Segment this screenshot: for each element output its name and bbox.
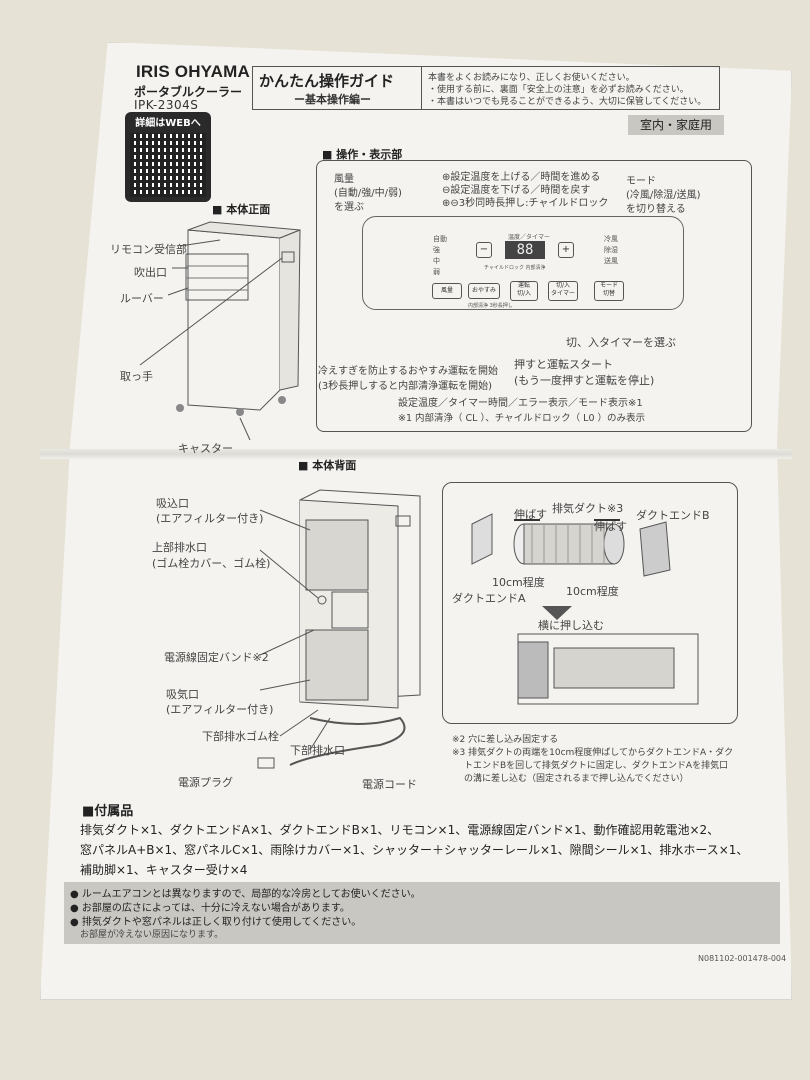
model-number: IPK-2304S <box>134 98 199 112</box>
temperature-display: 88 <box>505 241 545 259</box>
duct-callout-box <box>442 482 738 724</box>
fan-label-2: (自動/強/中/弱) <box>334 188 402 199</box>
fan-label-1: 風量 <box>334 174 354 185</box>
cord-label: 電源コード <box>362 778 417 791</box>
louver-label: ルーバー <box>120 292 164 305</box>
usage-tag: 室内・家庭用 <box>628 115 724 135</box>
front-unit-drawing <box>139 221 301 441</box>
indicator-auto: 自動 <box>433 235 447 243</box>
qr-label: 詳細はWEBへ <box>135 118 201 129</box>
duct-note-3: トエンドBを回して排気ダクトに固定し、ダクトエンドAを排気口 <box>464 761 729 771</box>
front-section-title: ■ 本体正面 <box>212 203 271 216</box>
push-in-label: 横に押し込む <box>538 619 604 632</box>
display-caption: 温度／タイマー <box>508 234 551 241</box>
duct-label: 排気ダクト※3 <box>552 502 624 515</box>
mode-button[interactable]: モード 切替 <box>594 281 624 301</box>
indicator-dry: 除湿 <box>604 246 618 254</box>
note-3: ● 排気ダクトや窓パネルは正しく取り付けて使用してください。 <box>70 917 362 928</box>
handle-label: 取っ手 <box>120 370 153 383</box>
inlet-bottom-label-2: (エアフィルター付き) <box>166 703 274 716</box>
temp-line-1: ⊕設定温度を上げる／時間を進める <box>442 172 601 183</box>
intro-line-3: ・本書はいつでも見ることができるよう、大切に保管してください。 <box>428 97 707 107</box>
accessories-line-2: 窓パネルA+B×1、窓パネルC×1、雨除けカバー×1、シャッター＋シャッターレー… <box>80 843 749 857</box>
temp-line-3: ⊕⊖3秒同時長押し:チャイルドロック <box>442 198 609 209</box>
length-right-label: 10cm程度 <box>566 585 619 598</box>
sleep-description-1: 冷えすぎを防止するおやすみ運転を開始 <box>318 366 498 377</box>
accessories-title: ■付属品 <box>82 804 134 819</box>
indicator-cool: 冷風 <box>604 235 618 243</box>
run-description-2: (もう一度押すと運転を停止) <box>514 374 655 387</box>
duct-note-2: ※3 排気ダクトの両端を10cm程度伸ばしてからダクトエンドA・ダク <box>452 748 734 758</box>
timer-button[interactable]: 切/入 タイマー <box>548 281 578 301</box>
outlet-label: 吹出口 <box>134 266 167 279</box>
note-2: ● お部屋の広さによっては、十分に冷えない場合があります。 <box>70 903 350 914</box>
back-section-title: ■ 本体背面 <box>298 459 357 472</box>
minus-button-icon[interactable]: − <box>476 242 492 258</box>
intro-line-2: ・使用する前に、裏面「安全上の注意」を必ずお読みください。 <box>428 85 689 95</box>
indicator-low: 弱 <box>433 268 440 276</box>
accessories-line-1: 排気ダクト×1、ダクトエンドA×1、ダクトエンドB×1、リモコン×1、電源線固定… <box>80 823 720 837</box>
display-note: ※1 内部清浄（ CL ）、チャイルドロック（ L0 ）のみ表示 <box>398 413 646 424</box>
inlet-bottom-label-1: 吸気口 <box>166 688 199 701</box>
sleep-description-2: (3秒長押しすると内部清浄運転を開始) <box>318 381 492 392</box>
stretch-left-label: 伸ばす <box>514 508 547 521</box>
power-button[interactable]: 運転 切/入 <box>510 281 538 301</box>
duct-assembly-drawing <box>471 513 699 705</box>
remote-sensor-label: リモコン受信部 <box>110 243 187 256</box>
back-unit-drawing <box>257 489 421 769</box>
caution-band: ● ルームエアコンとは異なりますので、局部的な冷房としてお使いください。 ● お… <box>64 882 780 944</box>
upper-drain-label-1: 上部排水口 <box>152 541 207 554</box>
brand-logo: IRIS OHYAMA <box>136 62 250 81</box>
mode-label-2: (冷風/除湿/送風) <box>626 190 701 201</box>
display-description: 設定温度／タイマー時間／エラー表示／モード表示※1 <box>398 398 643 409</box>
lock-caption: チャイルドロック 内部清浄 <box>484 265 546 271</box>
indicator-fan: 送風 <box>604 257 618 265</box>
note-1: ● ルームエアコンとは異なりますので、局部的な冷房としてお使いください。 <box>70 889 421 900</box>
plug-label: 電源プラグ <box>178 776 233 789</box>
control-panel-drawing <box>362 216 684 310</box>
paper-fold <box>40 449 792 459</box>
accessories-line-3: 補助脚×1、キャスター受け×4 <box>80 863 248 877</box>
inlet-top-label-1: 吸込口 <box>156 497 189 510</box>
intro-line-1: 本書をよくお読みになり、正しくお使いください。 <box>428 73 635 83</box>
oyasumi-caption: 内部清浄 3秒長押し <box>468 303 513 309</box>
panel-section-title: ■ 操作・表示部 <box>322 148 403 161</box>
duct-note-4: の溝に差し込む（固定されるまで押し込んでください） <box>464 774 689 784</box>
mode-label-3: を切り替える <box>626 204 686 215</box>
guide-title: かんたん操作ガイド <box>259 72 395 90</box>
timer-description: 切、入タイマーを選ぶ <box>566 336 676 349</box>
end-a-label: ダクトエンドA <box>452 592 526 605</box>
sleep-button[interactable]: おやすみ <box>468 283 500 299</box>
end-b-label: ダクトエンドB <box>636 509 710 522</box>
mode-label-1: モード <box>626 176 656 187</box>
panel-callout-box <box>316 160 752 432</box>
guide-subtitle: ー基本操作編ー <box>294 93 371 106</box>
inlet-top-label-2: (エアフィルター付き) <box>156 512 264 525</box>
cord-band-label: 電源線固定バンド※2 <box>164 651 269 664</box>
guide-title-box <box>252 66 422 110</box>
note-4: お部屋が冷えない原因になります。 <box>80 930 224 940</box>
product-name: ポータブルクーラー <box>134 85 243 99</box>
run-description-1: 押すと運転スタート <box>514 358 613 371</box>
fan-speed-button[interactable]: 風量 <box>432 283 462 299</box>
lower-drain-label: 下部排水口 <box>290 744 345 757</box>
lower-plug-label: 下部排水ゴム栓 <box>202 730 279 743</box>
upper-drain-label-2: (ゴム栓カバー、ゴム栓) <box>152 557 271 570</box>
length-left-label: 10cm程度 <box>492 576 545 589</box>
qr-code-icon[interactable] <box>130 133 206 197</box>
indicator-high: 強 <box>433 246 440 254</box>
duct-note-1: ※2 穴に差し込み固定する <box>452 735 559 745</box>
fan-label-3: を選ぶ <box>334 202 364 213</box>
plus-button-icon[interactable]: + <box>558 242 574 258</box>
caster-label: キャスター <box>178 442 233 455</box>
temp-line-2: ⊖設定温度を下げる／時間を戻す <box>442 185 591 196</box>
document-code: N081102-001478-004 <box>698 954 787 963</box>
indicator-mid: 中 <box>433 257 440 265</box>
stretch-right-label: 伸ばす <box>594 520 627 533</box>
